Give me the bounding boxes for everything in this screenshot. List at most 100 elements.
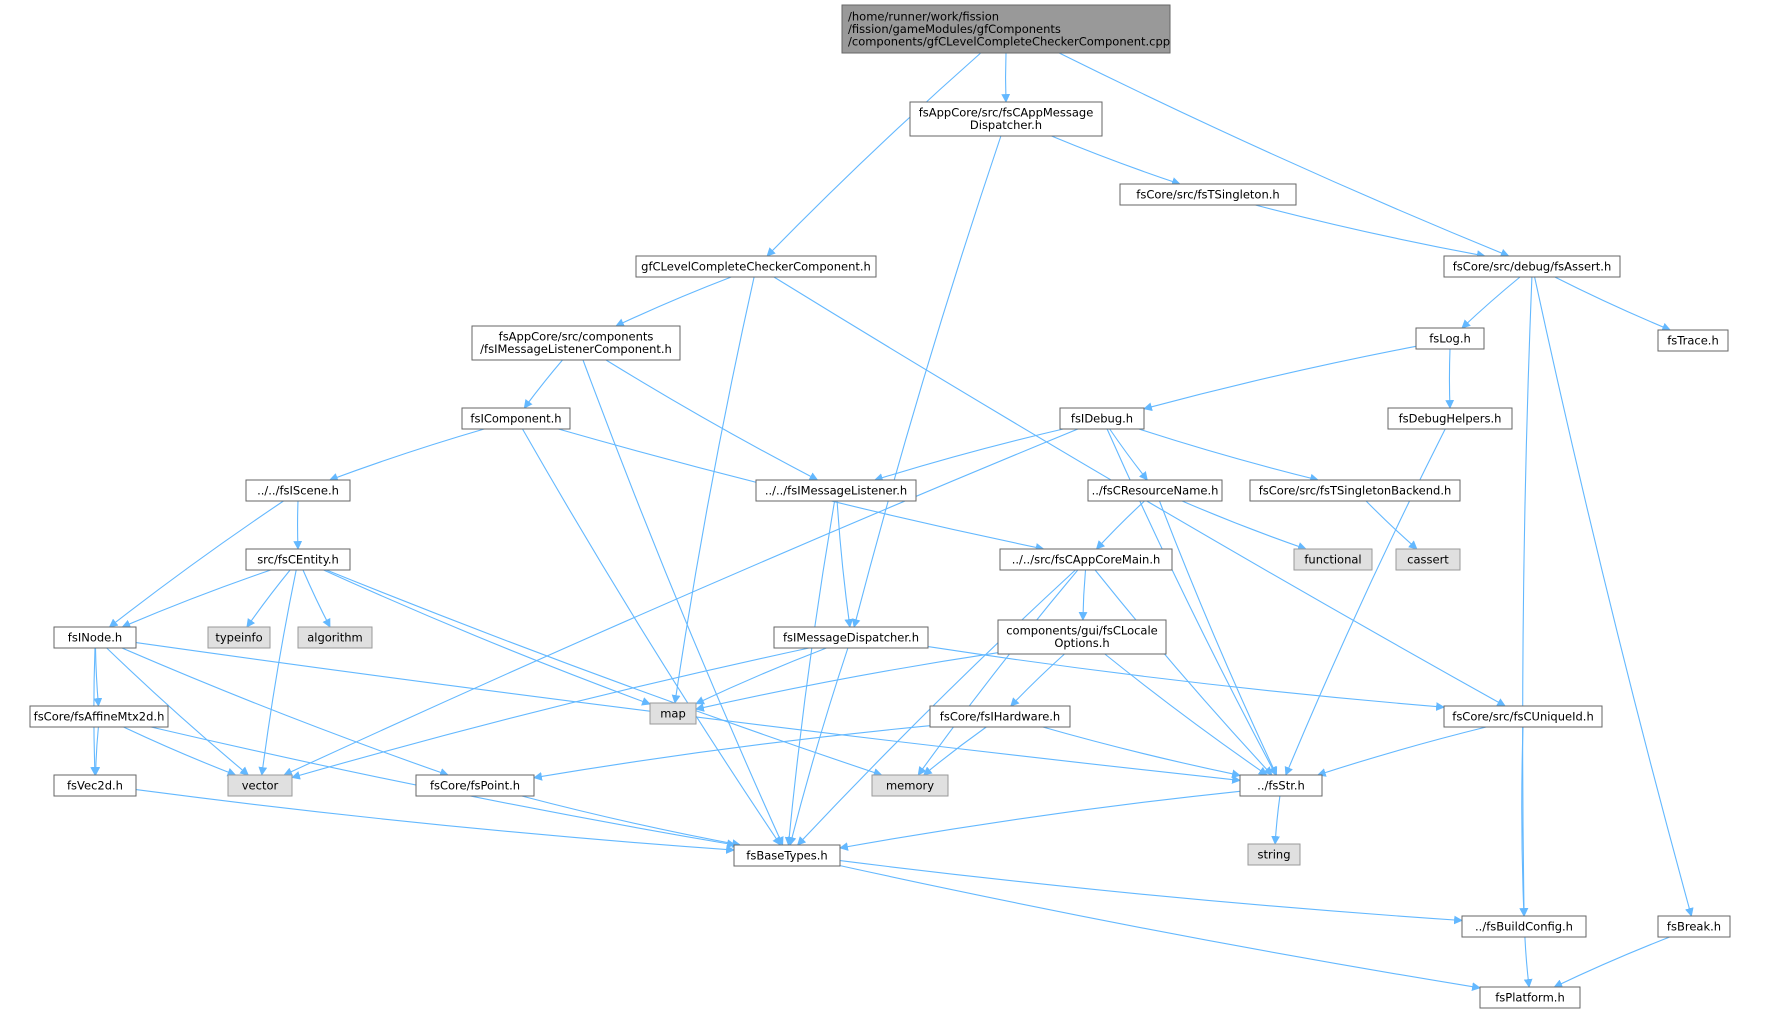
node-fspoint[interactable]: fsCore/fsPoint.h xyxy=(415,774,535,797)
node-label: fsIMessageDispatcher.h xyxy=(783,630,919,644)
edge-appmsgdisp-to-imsgdispatcher xyxy=(851,135,1002,628)
node-fsassert[interactable]: fsCore/src/debug/fsAssert.h xyxy=(1443,255,1621,278)
edge-msglistenercomp-to-icomponent xyxy=(523,359,563,409)
edge-centity-to-typeinfo xyxy=(246,569,291,628)
node-label: /home/runner/work/fission xyxy=(848,9,999,23)
node-label: fsAppCore/src/components xyxy=(499,330,654,344)
node-imsglistener[interactable]: ../../fsIMessageListener.h xyxy=(755,479,917,502)
node-fsstr[interactable]: ../fsStr.h xyxy=(1239,774,1323,797)
node-fslog[interactable]: fsLog.h xyxy=(1415,327,1485,350)
edge-imsglistener-to-basetypes xyxy=(784,500,836,846)
node-label: fsCore/src/fsTSingletonBackend.h xyxy=(1259,483,1452,497)
node-icomponent[interactable]: fsIComponent.h xyxy=(461,407,571,430)
node-label: ../fsCResourceName.h xyxy=(1092,483,1219,497)
edge-appcoremain-to-localeopts xyxy=(1078,569,1088,621)
edge-vec2d-to-basetypes xyxy=(135,789,735,854)
node-fstrace[interactable]: fsTrace.h xyxy=(1657,329,1729,352)
node-box xyxy=(461,407,571,430)
edge-root-to-gfclevel xyxy=(766,52,982,257)
node-tsingletonbackend[interactable]: fsCore/src/fsTSingletonBackend.h xyxy=(1249,479,1461,502)
edge-msglistenercomp-to-basetypes xyxy=(582,359,784,846)
node-gfclevel[interactable]: gfCLevelCompleteCheckerComponent.h xyxy=(635,255,877,278)
edge-resname-to-fsstr xyxy=(1158,500,1278,776)
node-iscene[interactable]: ../../fsIScene.h xyxy=(245,479,351,502)
node-label: typeinfo xyxy=(215,630,262,644)
node-label: /fission/gameModules/gfComponents xyxy=(848,22,1061,36)
node-resname[interactable]: ../fsCResourceName.h xyxy=(1087,479,1223,502)
edge-fsassert-to-fslog xyxy=(1461,276,1521,329)
node-label: fsBaseTypes.h xyxy=(746,848,827,862)
edge-gfclevel-to-map xyxy=(671,276,755,704)
edge-imsgdispatcher-to-map xyxy=(695,647,827,705)
node-affinemtx[interactable]: fsCore/fsAffineMtx2d.h xyxy=(29,705,169,728)
node-platform[interactable]: fsPlatform.h xyxy=(1479,986,1581,1009)
node-inode[interactable]: fsINode.h xyxy=(53,626,137,649)
edge-idebug-to-vector xyxy=(283,428,1079,776)
node-basetypes[interactable]: fsBaseTypes.h xyxy=(733,844,841,867)
node-label: /components/gfCLevelCompleteCheckerCompo… xyxy=(848,34,1170,48)
node-tsingleton[interactable]: fsCore/src/fsTSingleton.h xyxy=(1119,183,1297,206)
edge-imsgdispatcher-to-uniqueid xyxy=(927,646,1445,711)
edge-ihardware-to-fspoint xyxy=(533,725,931,781)
node-label: fsVec2d.h xyxy=(67,778,123,792)
node-box xyxy=(773,626,929,649)
node-memory: memory xyxy=(871,774,949,797)
node-label: ../fsBuildConfig.h xyxy=(1475,919,1573,933)
node-label: ../../fsIScene.h xyxy=(257,483,339,497)
node-idebug[interactable]: fsIDebug.h xyxy=(1059,407,1145,430)
node-cassert: cassert xyxy=(1395,548,1461,571)
edge-centity-to-map xyxy=(323,569,651,706)
node-imsgdispatcher[interactable]: fsIMessageDispatcher.h xyxy=(773,626,929,649)
edge-inode-to-vector xyxy=(106,647,249,776)
node-root[interactable]: /home/runner/work/fission/fission/gameMo… xyxy=(841,4,1171,54)
node-box xyxy=(635,255,877,278)
node-label: ../../src/fsCAppCoreMain.h xyxy=(1012,552,1161,566)
edge-centity-to-inode xyxy=(121,569,271,628)
edge-inode-to-fspoint xyxy=(121,647,449,777)
node-label: map xyxy=(660,706,686,720)
node-label: algorithm xyxy=(307,630,363,644)
node-box xyxy=(471,325,681,361)
edge-imsglistener-to-imsgdispatcher xyxy=(836,500,854,628)
node-box xyxy=(29,705,169,728)
node-box xyxy=(1443,705,1603,728)
node-debughelpers[interactable]: fsDebugHelpers.h xyxy=(1387,407,1513,430)
edge-basetypes-to-buildconfig xyxy=(839,860,1463,925)
node-label: fsCore/fsAffineMtx2d.h xyxy=(34,709,165,723)
node-box xyxy=(1119,183,1297,206)
edge-tsingleton-to-fsassert xyxy=(1255,204,1486,259)
edges-layer xyxy=(90,52,1694,991)
node-box xyxy=(1415,327,1485,350)
edge-appcoremain-to-memory xyxy=(917,569,1079,776)
edge-root-to-fsassert xyxy=(1058,52,1510,258)
node-box xyxy=(1461,915,1587,938)
edge-buildconfig-to-platform xyxy=(1523,936,1533,988)
node-msglistenercomp[interactable]: fsAppCore/src/components/fsIMessageListe… xyxy=(471,325,681,361)
edge-affinemtx-to-vec2d xyxy=(91,726,101,776)
node-map: map xyxy=(649,702,697,725)
node-uniqueid[interactable]: fsCore/src/fsCUniqueId.h xyxy=(1443,705,1603,728)
edge-localeopts-to-map xyxy=(695,652,999,712)
node-box xyxy=(297,626,373,649)
edge-icomponent-to-iscene xyxy=(328,428,485,482)
node-label: Dispatcher.h xyxy=(970,118,1042,132)
node-buildconfig[interactable]: ../fsBuildConfig.h xyxy=(1461,915,1587,938)
edge-ihardware-to-memory xyxy=(923,726,987,776)
edge-fsassert-to-fsbreak xyxy=(1534,276,1694,917)
node-ihardware[interactable]: fsCore/fsIHardware.h xyxy=(929,705,1071,728)
node-label: fsDebugHelpers.h xyxy=(1399,411,1502,425)
edge-centity-to-algorithm xyxy=(302,569,331,628)
node-box xyxy=(733,844,841,867)
node-vec2d[interactable]: fsVec2d.h xyxy=(53,774,137,797)
edge-fspoint-to-basetypes xyxy=(521,795,742,848)
edge-iscene-to-inode xyxy=(108,500,284,628)
node-centity[interactable]: src/fsCEntity.h xyxy=(245,548,351,571)
node-box xyxy=(649,702,697,725)
edge-affinemtx-to-vector xyxy=(123,726,237,777)
node-box xyxy=(1479,986,1581,1009)
node-appcoremain[interactable]: ../../src/fsCAppCoreMain.h xyxy=(999,548,1173,571)
edge-tsingletonbackend-to-cassert xyxy=(1365,500,1418,550)
node-fsbreak[interactable]: fsBreak.h xyxy=(1657,915,1731,938)
